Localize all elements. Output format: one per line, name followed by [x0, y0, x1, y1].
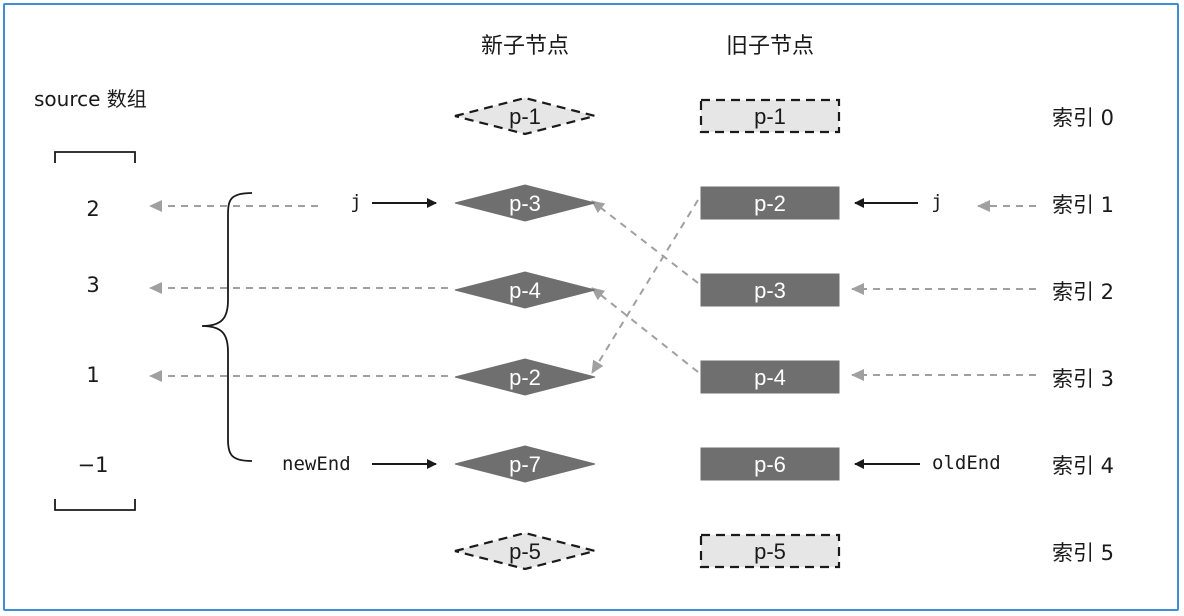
new-node-p-1: p-1	[454, 96, 596, 136]
old-node-label: p-6	[754, 452, 786, 477]
index-label: 索引 1	[1052, 193, 1114, 217]
old-node-label: p-3	[754, 278, 786, 303]
source-value: −1	[78, 453, 109, 477]
mapping-arrow-p2	[591, 199, 699, 374]
mapping-arrow-p4	[591, 287, 699, 373]
pointer-j-new: j	[350, 191, 361, 213]
new-node-p-4: p-4	[454, 271, 596, 309]
index-label: 索引 3	[1052, 367, 1114, 391]
new-node-p-5: p-5	[454, 531, 596, 571]
old-node-p-4: p-4	[700, 360, 840, 394]
new-node-label: p-2	[509, 365, 541, 390]
old-node-p-6: p-6	[700, 447, 840, 481]
old-node-p-5: p-5	[699, 533, 841, 569]
old-node-label: p-5	[754, 539, 786, 564]
source-value: 3	[86, 273, 99, 297]
old-node-shape	[700, 186, 840, 220]
index-label: 索引 4	[1052, 454, 1114, 478]
new-node-label: p-5	[509, 539, 541, 564]
index-label: 索引 5	[1052, 541, 1114, 565]
pointer-old-end: oldEnd	[932, 452, 1001, 474]
new-node-p-2: p-2	[454, 358, 596, 396]
pointer-j-old: j	[931, 191, 942, 213]
old-node-shape	[700, 360, 840, 394]
new-node-shape	[454, 358, 596, 396]
old-node-p-1: p-1	[699, 98, 841, 134]
index-label: 索引 0	[1052, 106, 1114, 130]
old-node-label: p-2	[754, 191, 786, 216]
pointer-new-end: newEnd	[282, 453, 351, 475]
old-node-shape	[700, 273, 840, 307]
new-node-shape	[454, 531, 596, 571]
index-label: 索引 2	[1052, 280, 1114, 304]
new-node-p-3: p-3	[454, 184, 596, 222]
source-value: 1	[86, 363, 99, 387]
mapping-arrow-p3	[591, 200, 699, 284]
curly-brace	[201, 192, 253, 462]
new-node-label: p-1	[509, 104, 541, 129]
source-bracket-top	[54, 151, 136, 163]
old-node-p-3: p-3	[700, 273, 840, 307]
new-node-label: p-3	[509, 191, 541, 216]
source-value: 2	[86, 197, 99, 221]
diagram-frame	[3, 3, 1179, 611]
new-node-p-7: p-7	[454, 445, 596, 483]
old-node-shape	[699, 533, 841, 569]
new-node-shape	[454, 184, 596, 222]
new-node-shape	[454, 96, 596, 136]
new-children-header: 新子节点	[481, 34, 569, 59]
new-node-label: p-4	[509, 278, 541, 303]
old-children-header: 旧子节点	[726, 34, 814, 59]
old-node-label: p-4	[754, 365, 786, 390]
old-node-label: p-1	[754, 104, 786, 129]
old-node-shape	[700, 447, 840, 481]
new-node-shape	[454, 445, 596, 483]
new-node-shape	[454, 271, 596, 309]
old-node-p-2: p-2	[700, 186, 840, 220]
old-node-shape	[699, 98, 841, 134]
source-bracket-bottom	[54, 499, 136, 511]
source-array-header: source 数组	[34, 87, 147, 111]
new-node-label: p-7	[509, 452, 541, 477]
